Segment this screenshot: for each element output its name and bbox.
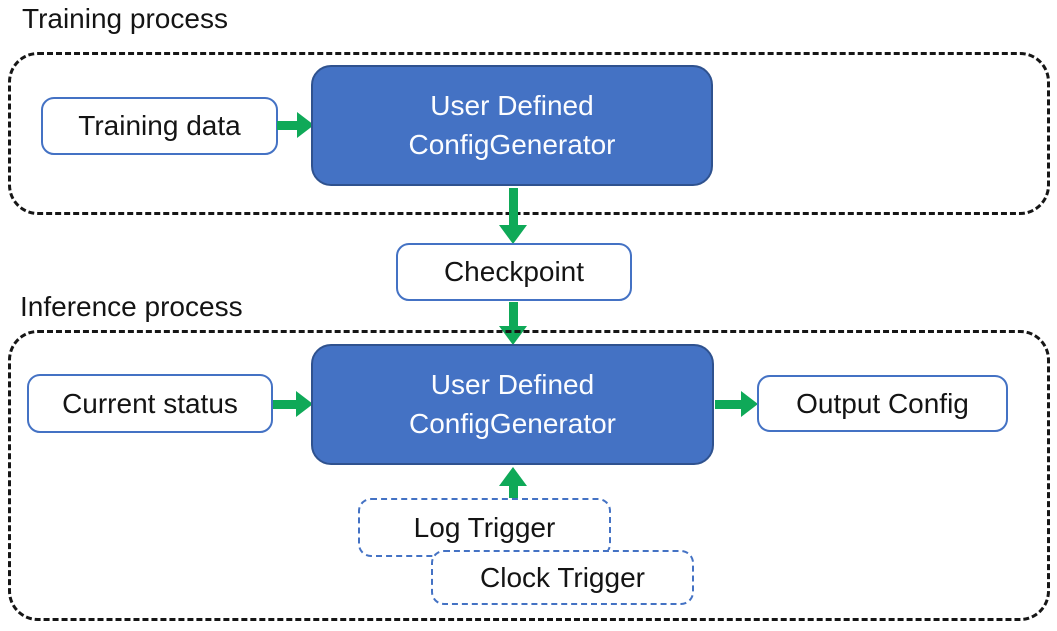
arrow-shaft bbox=[277, 120, 297, 130]
log-trigger-node: Log Trigger bbox=[358, 498, 611, 557]
output-config-label: Output Config bbox=[796, 387, 969, 419]
arrow-shaft bbox=[273, 399, 296, 409]
config-generator-training-node: User Defined ConfigGenerator bbox=[311, 65, 713, 186]
arrow-generator-to-checkpoint bbox=[499, 188, 527, 244]
log-trigger-label: Log Trigger bbox=[413, 511, 556, 543]
arrow-head-right-icon bbox=[296, 391, 313, 417]
current-status-node: Current status bbox=[27, 374, 273, 433]
arrow-trigger-to-generator bbox=[499, 467, 527, 498]
arrow-head-right-icon bbox=[741, 391, 758, 417]
training-process-container bbox=[8, 52, 1050, 215]
inference-process-title: Inference process bbox=[20, 291, 243, 322]
arrow-head-right-icon bbox=[297, 112, 314, 138]
config-generator-inference-line1: User Defined bbox=[430, 369, 595, 401]
output-config-node: Output Config bbox=[757, 375, 1008, 432]
config-generator-training-line2: ConfigGenerator bbox=[408, 128, 616, 160]
training-data-node: Training data bbox=[41, 97, 278, 155]
arrow-head-up-icon bbox=[499, 467, 527, 486]
current-status-label: Current status bbox=[62, 387, 238, 419]
clock-trigger-node: Clock Trigger bbox=[431, 550, 694, 605]
arrow-shaft bbox=[508, 486, 518, 498]
arrow-generator-to-output-config bbox=[715, 391, 758, 417]
checkpoint-node: Checkpoint bbox=[396, 243, 632, 301]
clock-trigger-label: Clock Trigger bbox=[480, 561, 645, 593]
arrow-shaft bbox=[508, 302, 518, 326]
arrow-shaft bbox=[715, 399, 741, 409]
config-generator-inference-line2: ConfigGenerator bbox=[408, 407, 616, 439]
arrow-shaft bbox=[508, 188, 518, 225]
checkpoint-label: Checkpoint bbox=[443, 256, 585, 287]
training-process-title: Training process bbox=[22, 3, 228, 34]
config-generator-inference-node: User Defined ConfigGenerator bbox=[311, 344, 714, 465]
config-generator-training-line1: User Defined bbox=[430, 90, 594, 122]
training-data-label: Training data bbox=[78, 110, 241, 141]
inference-process-container bbox=[8, 330, 1050, 621]
arrow-head-down-icon bbox=[499, 225, 527, 244]
arrow-training-data-to-generator bbox=[277, 112, 314, 138]
arrow-current-status-to-generator bbox=[273, 391, 313, 417]
